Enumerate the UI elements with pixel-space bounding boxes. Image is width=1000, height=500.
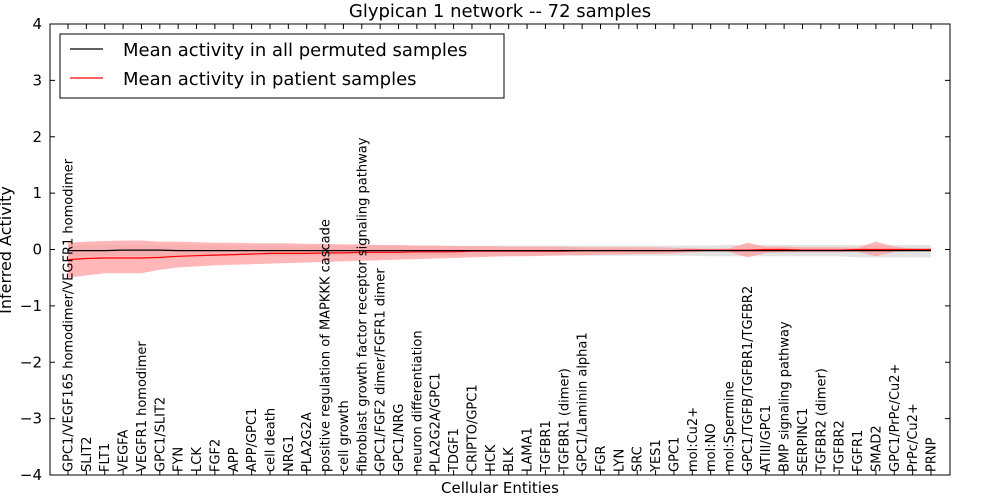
- x-tick-label: PRNP: [925, 437, 940, 472]
- x-tick-label: SRC: [631, 446, 646, 472]
- x-tick-label: SLIT2: [80, 436, 95, 472]
- x-tick-label: SERPINC1: [796, 408, 811, 472]
- y-tick-label: −4: [20, 466, 42, 484]
- x-tick-label: VEGFA: [117, 430, 132, 472]
- x-tick-label: GPC1/PrPc/Cu2+: [888, 364, 903, 472]
- y-tick-label: 1: [32, 184, 42, 202]
- y-tick-label: −2: [20, 353, 42, 371]
- y-tick-label: −3: [20, 410, 42, 428]
- axis-ticks: −4 −3 −2 −1 0 1 2 3 4: [20, 15, 950, 484]
- x-tick-label: PLA2G2A/GPC1: [429, 373, 444, 472]
- legend-label-patient: Mean activity in patient samples: [123, 69, 417, 90]
- y-tick-label: 2: [32, 128, 42, 146]
- x-tick-label: FGF2: [208, 439, 223, 472]
- x-tick-label: GPC1/NRG: [392, 404, 407, 472]
- x-tick-label: GPC1/TGFB/TGFBR1/TGFBR2: [741, 286, 756, 472]
- line-permuted: [68, 249, 931, 252]
- x-tick-label: FGFR1: [851, 430, 866, 472]
- chart-title: Glypican 1 network -- 72 samples: [349, 1, 651, 22]
- legend-label-permuted: Mean activity in all permuted samples: [123, 40, 467, 61]
- plot-frame: [49, 23, 951, 476]
- x-tick-label: positive regulation of MAPKKK cascade: [319, 219, 334, 472]
- x-tick-label: TGFBR2 (dimer): [814, 368, 829, 473]
- x-tick-label: GPC1: [667, 437, 682, 472]
- x-tick-label: FLT1: [98, 443, 113, 472]
- x-tick-label: TGFBR1: [539, 420, 554, 473]
- x-tick-label: LCK: [190, 447, 205, 472]
- y-tick-label: 3: [32, 71, 42, 89]
- x-tick-label: FGR: [594, 445, 609, 472]
- x-tick-label: TDGF1: [447, 428, 462, 473]
- x-tick-label: TGFBR2: [833, 420, 848, 473]
- x-axis-label: Cellular Entities: [441, 479, 559, 497]
- x-tick-label: mol:Spermine: [723, 381, 738, 472]
- x-tick-label: FYN: [172, 447, 187, 472]
- x-tick-label: fibroblast growth factor receptor signal…: [355, 137, 370, 472]
- x-tick-label: HCK: [484, 444, 499, 472]
- x-tick-label: NRG1: [282, 435, 297, 472]
- y-axis-label: Inferred Activity: [0, 186, 15, 314]
- x-tick-label: VEGFR1 homodimer: [135, 341, 150, 472]
- x-tick-label: mol:NO: [704, 423, 719, 472]
- y-tick-label: 4: [32, 15, 42, 33]
- x-tick-label: BLK: [502, 447, 517, 472]
- x-tick-label: APP/GPC1: [245, 408, 260, 472]
- x-tick-label: cell growth: [337, 400, 352, 472]
- x-tick-label: neuron differentiation: [410, 330, 425, 472]
- x-tick-label: GPC1/SLIT2: [153, 397, 168, 472]
- x-tick-label: SMAD2: [869, 425, 884, 472]
- x-tick-label: cell death: [264, 408, 279, 472]
- confidence-bands: [68, 240, 931, 278]
- x-tick-label: CRIPTO/GPC1: [466, 384, 481, 472]
- series-lines: [67, 248, 931, 261]
- y-tick-label: −1: [20, 297, 42, 315]
- x-tick-label: GPC1/Laminin alpha1: [576, 332, 591, 472]
- x-tick-label: TGFBR1 (dimer): [557, 368, 572, 473]
- x-tick-label: GPC1/FGF2 dimer/FGFR1 dimer: [374, 268, 389, 472]
- legend-box: [59, 33, 505, 99]
- x-tick-label: ATIII/GPC1: [759, 405, 774, 472]
- x-tick-label: LYN: [612, 449, 627, 472]
- legend: Mean activity in all permuted samples Me…: [59, 33, 505, 99]
- x-tick-label: LAMA1: [521, 427, 536, 472]
- x-tick-label: BMP signaling pathway: [778, 321, 793, 472]
- x-tick-label: APP: [227, 447, 242, 472]
- x-tick-label: PLA2G2A: [300, 412, 315, 472]
- y-tick-label: 0: [32, 241, 42, 259]
- x-tick-label: mol:Cu2+: [686, 407, 701, 472]
- x-tick-label: GPC1/VEGF165 homodimer/VEGFR1 homodimer: [62, 158, 77, 472]
- x-tick-label: PrPc/Cu2+: [906, 403, 921, 472]
- x-tick-label: YES1: [649, 439, 664, 473]
